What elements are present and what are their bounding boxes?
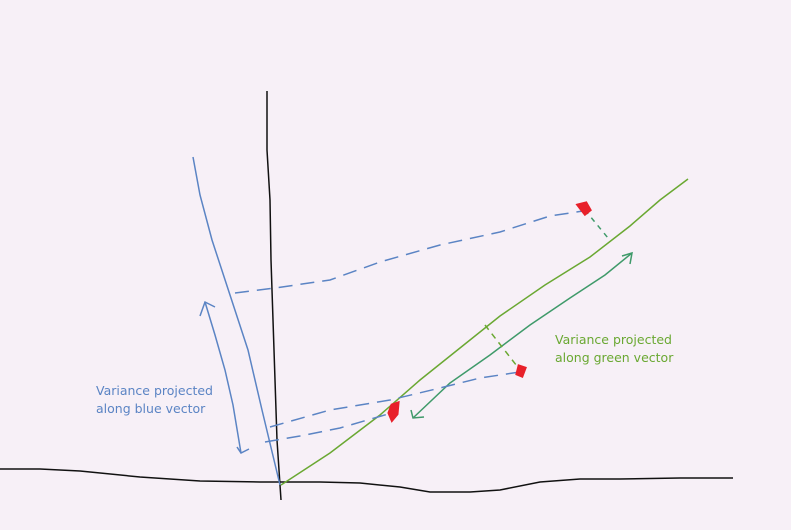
blue-arrowhead-up xyxy=(199,300,216,317)
blue-variance-arrow xyxy=(204,301,242,454)
blue-label-line2: along blue vector xyxy=(96,401,206,416)
green-label-line2: along green vector xyxy=(555,350,674,365)
blue-label-line1: Variance projected xyxy=(96,383,213,398)
blue-arrowhead-down xyxy=(236,446,250,454)
y-axis xyxy=(266,91,282,501)
green-variance-arrow xyxy=(412,252,633,419)
green-label-line1: Variance projected xyxy=(555,332,672,347)
blue-vector-line xyxy=(192,156,281,486)
data-point-right xyxy=(515,364,527,378)
blue-projection-top xyxy=(234,210,584,294)
x-axis xyxy=(0,468,733,493)
green-projection-mid xyxy=(484,324,521,371)
green-projection-top xyxy=(584,209,609,239)
green-vector-line xyxy=(280,178,689,486)
data-point-bottom xyxy=(387,400,400,423)
green-arrowhead-top xyxy=(621,251,633,265)
green-variance-label: Variance projected along green vector xyxy=(555,331,673,367)
blue-projection-bottom xyxy=(264,411,396,443)
blue-projection-mid xyxy=(269,371,521,428)
blue-variance-label: Variance projected along blue vector xyxy=(96,382,213,418)
data-point-top xyxy=(575,201,592,217)
green-arrowhead-bottom xyxy=(410,409,425,419)
